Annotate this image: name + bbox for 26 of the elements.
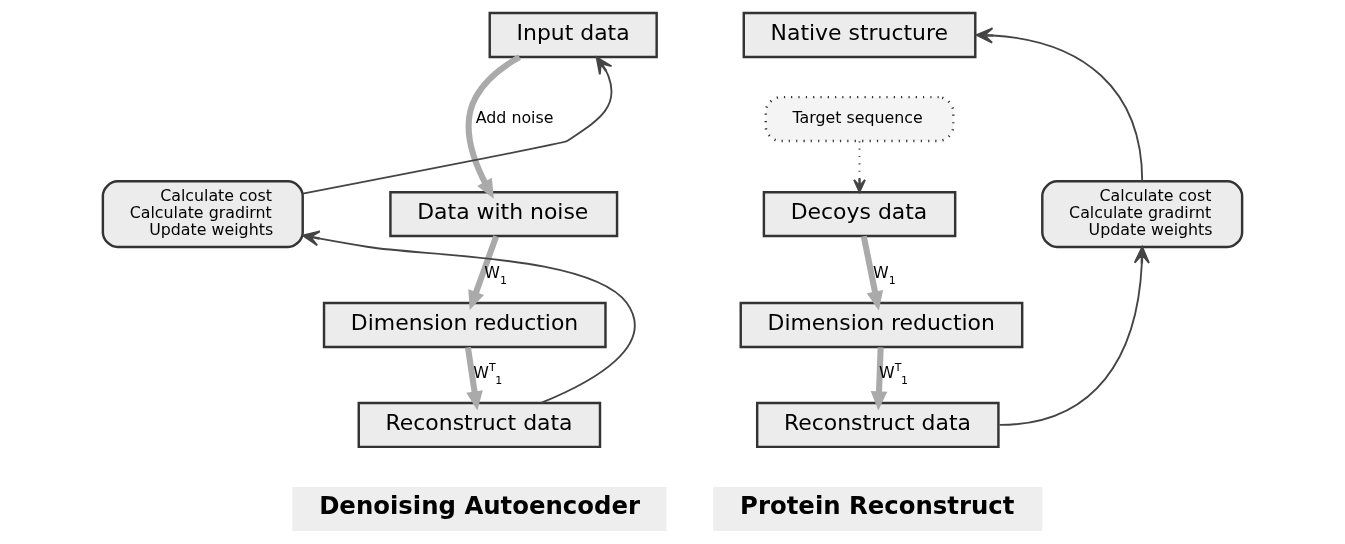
edge-label: Add noise: [475, 108, 554, 128]
arrow: [975, 27, 1144, 183]
arrow: [301, 56, 613, 195]
arrow: [464, 346, 483, 411]
node-box: Decoys data: [762, 190, 957, 238]
node-box: Calculate cost Calculate gradirnt Update weights: [101, 180, 304, 249]
node-box: Input data: [488, 11, 658, 59]
arrow: [465, 54, 521, 199]
node-box: Target sequence: [764, 95, 955, 143]
label: Protein Reconstruct: [740, 490, 1015, 520]
node-box: Calculate cost Calculate gradirnt Update weights: [1041, 180, 1244, 249]
arrow: [870, 347, 888, 411]
arrow: [468, 235, 500, 311]
arrow: [302, 230, 636, 404]
node-box: Dimension reduction: [739, 301, 1024, 349]
arrow: [853, 140, 866, 193]
node-box: Reconstruct data: [357, 401, 602, 449]
edge-label: W$_{1}$: [872, 262, 896, 288]
label: Denoising Autoencoder: [319, 490, 641, 520]
arrow: [998, 246, 1150, 426]
node-box: Native structure: [742, 11, 977, 59]
node-box: Reconstruct data: [755, 401, 1000, 449]
arrow: [860, 235, 884, 311]
edge-label: W$_{1}$: [484, 262, 508, 288]
node-box: Dimension reduction: [322, 301, 607, 349]
node-box: Data with noise: [389, 190, 619, 238]
